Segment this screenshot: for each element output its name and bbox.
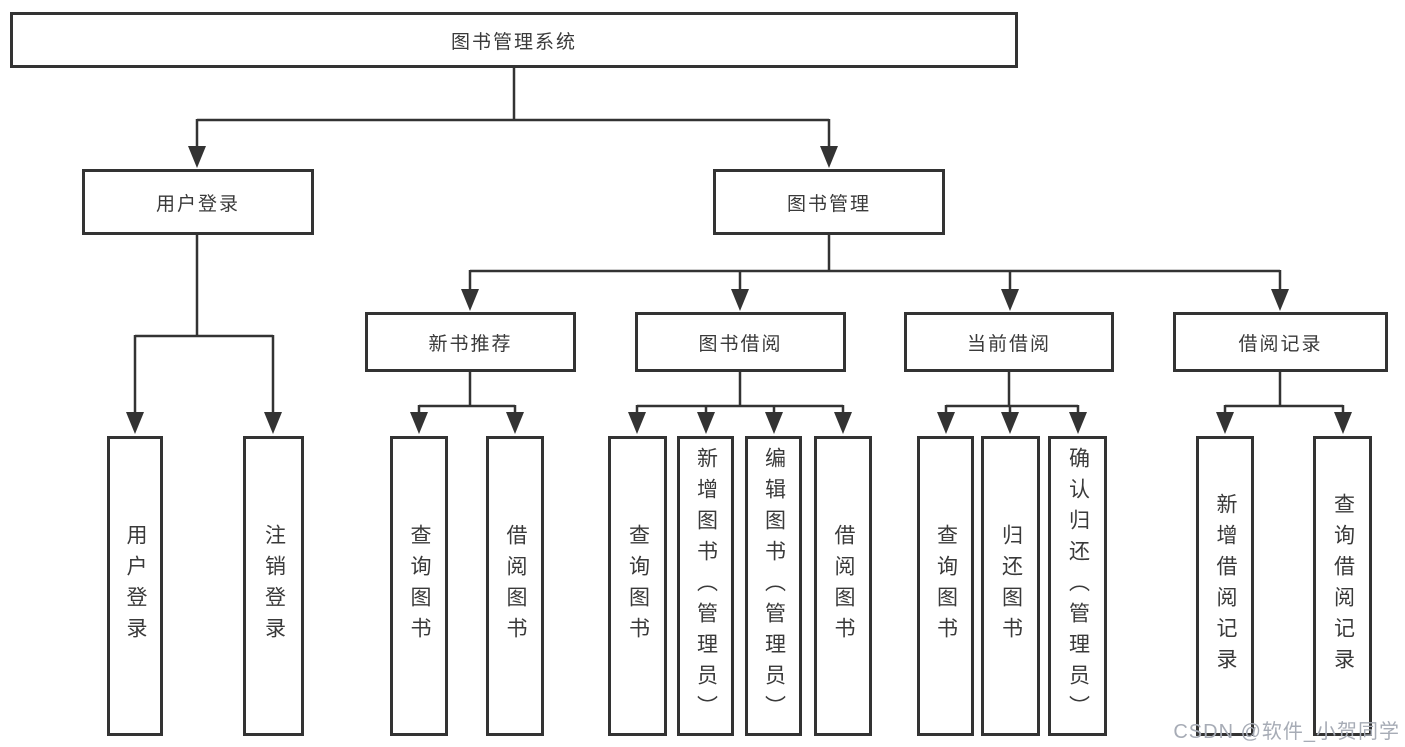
leaf-edit-book-admin: 编辑图书（管理员） [745, 436, 802, 736]
leaf-logout-login: 注销登录 [243, 436, 304, 736]
leaf-user-login: 用户登录 [107, 436, 163, 736]
node-borrow-records: 借阅记录 [1173, 312, 1388, 372]
node-new-book-recommend: 新书推荐 [365, 312, 576, 372]
csdn-watermark: CSDN @软件_小贺同学 [1173, 721, 1400, 743]
leaf-query-book-current: 查询图书 [917, 436, 974, 736]
leaf-borrow-book-recommend: 借阅图书 [486, 436, 544, 736]
node-current-borrow: 当前借阅 [904, 312, 1114, 372]
leaf-add-book-admin: 新增图书（管理员） [677, 436, 734, 736]
leaf-add-borrow-record: 新增借阅记录 [1196, 436, 1254, 736]
leaf-query-book-recommend: 查询图书 [390, 436, 448, 736]
node-root: 图书管理系统 [10, 12, 1018, 68]
leaf-query-borrow-record: 查询借阅记录 [1313, 436, 1372, 736]
leaf-confirm-return-admin: 确认归还（管理员） [1048, 436, 1107, 736]
leaf-query-book-borrow: 查询图书 [608, 436, 667, 736]
node-book-management: 图书管理 [713, 169, 945, 235]
leaf-borrow-book: 借阅图书 [814, 436, 872, 736]
leaf-return-book: 归还图书 [981, 436, 1040, 736]
node-user-login: 用户登录 [82, 169, 314, 235]
node-book-borrow: 图书借阅 [635, 312, 846, 372]
